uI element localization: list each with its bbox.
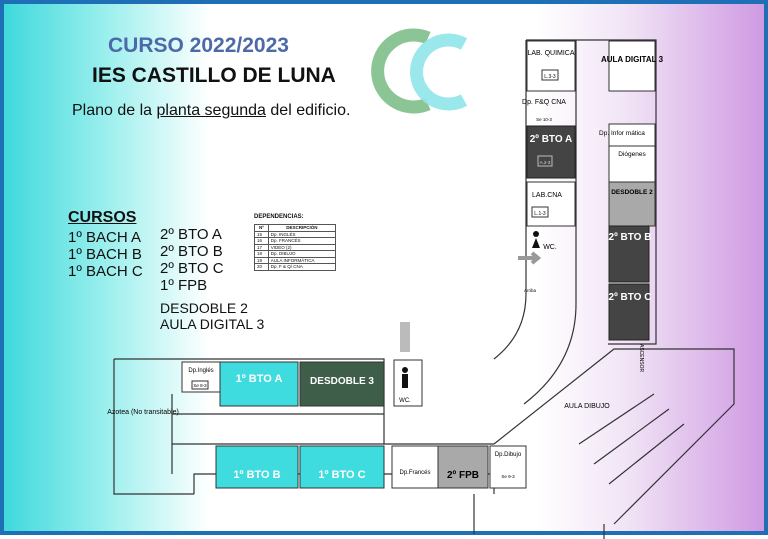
room-label: Diógenes (618, 151, 646, 158)
person-icon (402, 367, 408, 373)
subtitle-floor: planta segunda (156, 102, 266, 119)
room-1bto-a (219, 361, 299, 407)
room-label: 1º BTO A (236, 373, 283, 385)
cursos-col2: 2º BTO A 2º BTO B 2º BTO C 1º FPB (160, 226, 224, 294)
room-label: 1º BTO B (233, 469, 280, 481)
stairs-lines (578, 393, 685, 485)
room-code: L.1-3 (534, 211, 546, 217)
room-badge (537, 155, 553, 167)
course-title: CURSO 2022/2023 (108, 34, 289, 57)
wall (493, 348, 735, 525)
room-desdoble3 (299, 361, 385, 407)
cursos-col1: 1º BACH A 1º BACH B 1º BACH C (68, 229, 143, 280)
person-icon (533, 231, 539, 237)
curso-item: 1º BACH A (68, 229, 142, 246)
room-label: Dp.Dibujo (495, 452, 522, 458)
wall (526, 39, 657, 345)
person-icon (402, 374, 408, 388)
cursos-col3: DESDOBLE 2 AULA DIGITAL 3 (160, 300, 264, 332)
room-fpb (437, 445, 489, 489)
room-badge (531, 206, 549, 218)
curso-item: AULA DIGITAL 3 (160, 316, 265, 332)
room-2bto-b (608, 225, 650, 283)
plan-subtitle: Plano de la planta segunda del edificio. (72, 102, 351, 119)
room-label: DESDOBLE 3 (310, 376, 374, 387)
room-label: WC. (399, 398, 411, 404)
room-1bto-b (215, 445, 299, 489)
wall (493, 40, 527, 360)
room-code: L.3-3 (544, 74, 556, 80)
room-badge (541, 69, 559, 81)
room-1bto-c (299, 445, 385, 489)
wall (113, 359, 194, 495)
room-label: 2º BTO B (609, 232, 652, 243)
room-label: Dp. F&Q CNA (522, 99, 566, 106)
room-label: Dp.Francés (399, 470, 430, 476)
room-label: AULA DIGITAL 3 (601, 55, 664, 64)
floor-plan: LAB. QUIMICA L.3-3 AULA DIGITAL 3 Dp. F&… (107, 39, 735, 539)
room-label: DESDOBLE 2 (611, 189, 653, 196)
wall (523, 40, 577, 405)
room-label: AULA DIBUJO (564, 403, 610, 410)
room-code: Se 8-3 (193, 383, 207, 388)
room-label: Azotea (No transitable) (107, 409, 179, 416)
arrow-icon (400, 322, 410, 352)
curso-item: 1º FPB (160, 277, 208, 294)
curso-item: 2º BTO B (160, 243, 223, 260)
legend-title: DEPENDENCIAS: (254, 214, 304, 220)
curso-item: 1º BACH B (68, 246, 142, 263)
room-label: ASCENSOR (638, 344, 644, 372)
school-title: IES CASTILLO DE LUNA (92, 64, 336, 87)
room-label: LAB.CNA (532, 192, 562, 199)
stairs-label: Arriba (524, 288, 537, 293)
room-code: A.2-3 (540, 160, 551, 165)
room-code: Se 10-3 (536, 117, 552, 122)
room-label: 1º BTO C (318, 469, 365, 481)
room-label: LAB. QUIMICA (527, 50, 574, 57)
room-aula-digital (608, 40, 656, 92)
room-label: 2º FPB (447, 470, 479, 481)
curso-item: 1º BACH C (68, 263, 143, 280)
room-diogenes (608, 145, 656, 183)
person-icon (532, 238, 540, 248)
room-dp-frances (391, 445, 439, 489)
room-2bto-c (608, 283, 650, 341)
cursos-heading: CURSOS (68, 209, 137, 226)
arrow-icon (518, 251, 542, 265)
school-logo-icon (371, 28, 468, 114)
curso-item: DESDOBLE 2 (160, 300, 248, 316)
room-label: Dp. Infor mática (599, 130, 645, 137)
room-badge (191, 380, 209, 390)
room-label: WC. (543, 244, 557, 251)
room-code: Se 9-3 (501, 474, 515, 479)
curso-item: 2º BTO C (160, 260, 224, 277)
room-label: 2º BTO C (609, 292, 652, 303)
room-label: 2º BTO A (530, 134, 573, 145)
room-2bto-a (526, 125, 576, 179)
room-label: Dp.Inglés (188, 368, 213, 374)
room-dp-dibujo (489, 445, 527, 489)
curso-item: 2º BTO A (160, 226, 222, 243)
room-lab-cna (526, 181, 576, 227)
room-lab-quimica (526, 40, 576, 92)
